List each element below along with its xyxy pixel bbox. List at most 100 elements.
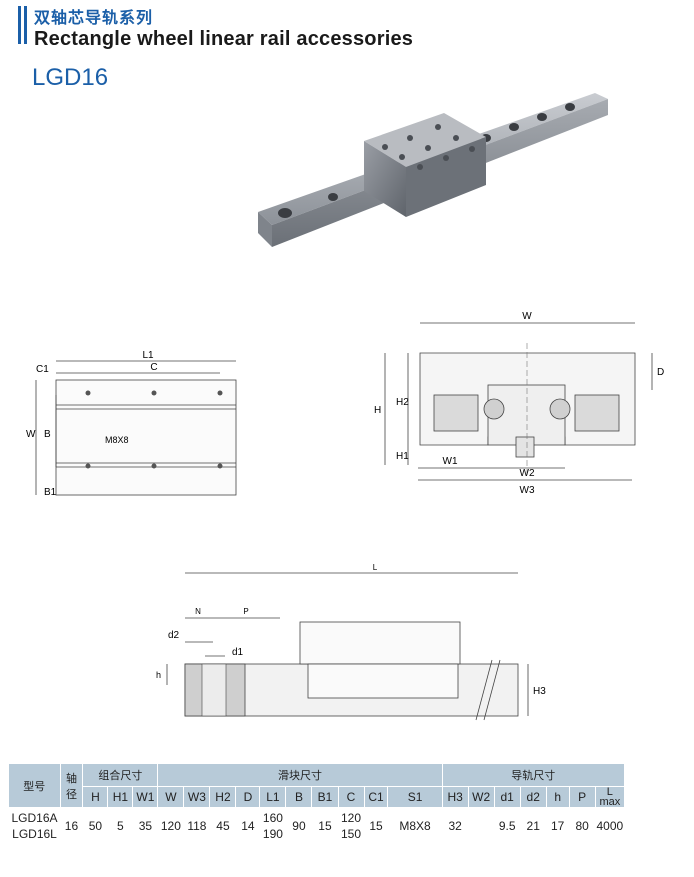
- spec-table: 型号 轴径 组合尺寸 滑块尺寸 导轨尺寸 H H1 W1 W W3 H2 D L…: [9, 764, 626, 845]
- label-L1: L1: [142, 350, 154, 361]
- label-W: W: [26, 429, 36, 440]
- header-cell: C: [338, 786, 365, 807]
- cell-W2: [468, 807, 495, 845]
- wheel-left: [433, 394, 479, 432]
- block-bolt: [425, 145, 431, 151]
- header-group-rail: 导轨尺寸: [442, 764, 626, 787]
- cell-D: 14: [235, 807, 260, 845]
- block-bolt: [407, 135, 413, 141]
- label-B: B: [44, 429, 51, 440]
- rail-hole: [328, 193, 338, 201]
- header-shaft: 轴径: [60, 764, 84, 807]
- header-cell: B1: [311, 786, 339, 807]
- header-accent-bar: [24, 6, 27, 44]
- block-bolt: [435, 124, 441, 130]
- label-d1: d1: [232, 647, 244, 658]
- side-view-drawing: L N P d2 d1 h H3: [156, 563, 546, 721]
- rail-hole: [537, 113, 547, 121]
- label-d2: d2: [168, 630, 180, 641]
- L1-b: 190: [262, 827, 283, 841]
- label-W2: W2: [520, 468, 535, 479]
- C-b: 150: [341, 827, 362, 841]
- label-H2: H2: [396, 397, 409, 408]
- header-cell: W3: [183, 786, 211, 807]
- block-side-face: [406, 137, 486, 217]
- header-cell: L1: [259, 786, 287, 807]
- cell-C1: 15: [364, 807, 388, 845]
- label-N: N: [195, 607, 201, 616]
- cell-d1: 9.5: [494, 807, 521, 845]
- cell-L: 4000: [595, 807, 625, 845]
- label-D: D: [657, 367, 664, 378]
- label-W: W: [522, 311, 532, 322]
- L1-a: 160: [262, 811, 283, 825]
- header-cell: h: [546, 786, 570, 807]
- header-cell: B: [285, 786, 313, 807]
- cell-S1: M8X8: [387, 807, 443, 845]
- header-cell: H3: [442, 786, 469, 807]
- block-bolt: [399, 154, 405, 160]
- rail-counterbore: [201, 663, 227, 717]
- cell-H: 50: [82, 807, 108, 845]
- header-cell: H2: [209, 786, 237, 807]
- cross-section-drawing: W D H H2 H1 W1 W2 W3: [374, 311, 664, 496]
- cell-B: 90: [285, 807, 312, 845]
- cell-d2: 21: [520, 807, 547, 845]
- cell-H3: 32: [442, 807, 469, 845]
- header-cell: H: [82, 786, 109, 807]
- cell-W3: 118: [183, 807, 210, 845]
- label-hole: M8X8: [105, 435, 129, 445]
- model-a: LGD16A: [11, 811, 58, 825]
- rail-hole: [565, 103, 575, 111]
- block-bolt: [382, 144, 388, 150]
- header-cell: W2: [468, 786, 495, 807]
- mount-hole: [85, 463, 91, 469]
- label-C1: C1: [36, 364, 49, 375]
- rail-end-face: [258, 212, 272, 247]
- header-cell: C1: [364, 786, 389, 807]
- C-a: 120: [341, 811, 362, 825]
- label-W3: W3: [520, 485, 535, 496]
- mount-hole: [151, 463, 157, 469]
- wheel-right: [574, 394, 620, 432]
- header-group-combo: 组合尺寸: [82, 764, 159, 787]
- cell-h: 17: [546, 807, 570, 845]
- title-english: Rectangle wheel linear rail accessories: [34, 28, 414, 50]
- label-W1: W1: [443, 456, 458, 467]
- label-H: H: [374, 405, 381, 416]
- header-cell: d1: [494, 786, 521, 807]
- header-accent-bar: [18, 6, 21, 44]
- block-body: [299, 621, 461, 665]
- label-B1: B1: [44, 487, 57, 498]
- table-column-header-row: H H1 W1 W W3 H2 D L1 B B1 C C1 S1 H3 W2 …: [9, 786, 626, 808]
- axle-left: [483, 398, 505, 420]
- cell-H2: 45: [209, 807, 236, 845]
- header-cell: W1: [132, 786, 159, 807]
- header-cell: S1: [387, 786, 443, 807]
- block-outline: [55, 379, 237, 496]
- cell-W1: 35: [132, 807, 158, 845]
- header-cell: H1: [107, 786, 134, 807]
- block-bolt: [417, 164, 423, 170]
- label-H1: H1: [396, 451, 409, 462]
- cell-H1: 5: [107, 807, 133, 845]
- lmax-bottom: max: [599, 796, 621, 808]
- block-front-face: [364, 141, 406, 217]
- top-view-drawing: L1 C C1 W B B1 M8X8: [26, 350, 237, 498]
- header-cell: W: [157, 786, 185, 807]
- cell-P: 80: [569, 807, 596, 845]
- cell-B1: 15: [311, 807, 338, 845]
- table-group-header-row: 型号 轴径 组合尺寸 滑块尺寸 导轨尺寸: [9, 764, 626, 807]
- header-cell: d2: [520, 786, 547, 807]
- rail-bolt-slot: [515, 436, 535, 458]
- mount-hole: [151, 390, 157, 396]
- mount-hole: [217, 390, 223, 396]
- header-cell: P: [569, 786, 596, 807]
- mount-hole: [217, 463, 223, 469]
- header-model: 型号: [9, 764, 61, 807]
- block-bolt: [443, 155, 449, 161]
- header-cell: D: [235, 786, 261, 807]
